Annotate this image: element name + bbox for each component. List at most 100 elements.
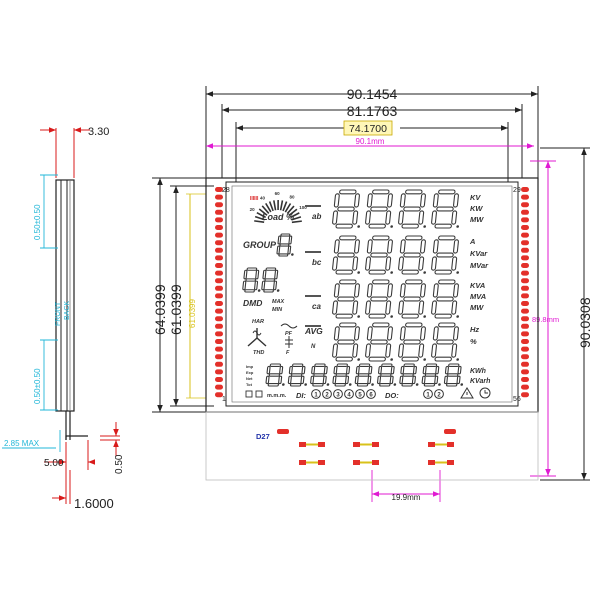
segment-dp (349, 383, 352, 386)
segment-b (324, 366, 327, 373)
pin-right (521, 316, 529, 321)
pf-wave-icon (281, 324, 297, 348)
segment-e (288, 376, 291, 383)
panel-outer (206, 178, 538, 412)
seven-segment-digit (355, 364, 376, 386)
segment-c (386, 211, 391, 224)
segment-f (400, 194, 405, 207)
pin-right (521, 331, 529, 336)
segment-dp (327, 383, 330, 386)
pin-left (215, 271, 223, 276)
segment-g (437, 297, 454, 301)
pin-left (215, 316, 223, 321)
connector-label: D27 (256, 432, 270, 441)
segment-d (336, 224, 353, 228)
segment-c (419, 211, 424, 224)
pin-left (215, 331, 223, 336)
pin-right (521, 301, 529, 306)
segment-e (262, 281, 265, 290)
connector-pad (428, 460, 435, 465)
connector-pad (447, 460, 454, 465)
segment-d (369, 357, 386, 361)
seven-segment-digit (431, 236, 463, 274)
pin-right (521, 271, 529, 276)
segment-f (378, 366, 381, 373)
segment-g (371, 340, 388, 344)
pin-number-28: 28 (222, 187, 230, 194)
minus-sign-1 (305, 205, 321, 207)
segment-dp (282, 383, 285, 386)
segment-g (338, 253, 355, 257)
segment-d (446, 384, 456, 386)
segment-g (381, 374, 391, 376)
connector-pad (318, 460, 325, 465)
segment-dp (390, 225, 393, 228)
pin-left (215, 263, 223, 268)
dim-total-height: 90.0308 (577, 297, 593, 348)
segment-f (244, 270, 247, 279)
segment-e (398, 301, 403, 314)
phase-star-icon (248, 328, 266, 346)
segment-b (453, 240, 458, 253)
pin-left (215, 195, 223, 200)
segment-g (404, 340, 421, 344)
minus-sign-4 (305, 325, 321, 327)
pin-right (521, 210, 529, 215)
unit-a: A (469, 237, 475, 246)
segment-c (323, 376, 326, 383)
unit-kvarh: KVarh (470, 378, 490, 385)
segment-a (281, 234, 290, 236)
unit-kvar: KVar (470, 249, 488, 258)
segment-b (387, 327, 392, 340)
seven-segment-digit (398, 190, 430, 228)
f-label: F (286, 350, 290, 356)
unit-kva: KVA (470, 281, 485, 290)
segment-d (369, 314, 386, 318)
connector-pad (299, 460, 306, 465)
side-view: 3.30 0.50±0.50 0.50±0.50 FRONT BACK 2.85… (2, 126, 125, 511)
segment-e (243, 281, 246, 290)
warning-icon (461, 388, 473, 398)
segment-a (339, 280, 356, 284)
segment-c (419, 257, 424, 270)
thd-label: THD (253, 350, 264, 356)
segment-e (365, 344, 370, 357)
segment-f (367, 284, 372, 297)
segment-c (273, 281, 276, 290)
segment-c (419, 301, 424, 314)
side-bottom-width: 5.00 (44, 458, 64, 469)
segment-f (445, 366, 448, 373)
segment-a (270, 364, 280, 366)
segment-b (413, 366, 416, 373)
segment-d (357, 384, 367, 386)
segment-f (263, 270, 266, 279)
segment-f (433, 194, 438, 207)
load-scale-number: 40 (260, 196, 266, 201)
segment-c (452, 257, 457, 270)
segment-c (457, 376, 460, 383)
pin-right (521, 195, 529, 200)
segment-e (365, 301, 370, 314)
dim-inner-width: 81.1763 (347, 103, 398, 119)
segment-d (435, 270, 452, 274)
pin-left (215, 339, 223, 344)
min-label: MIN (272, 307, 283, 313)
segment-dp (423, 225, 426, 228)
dmd-label: DMD (243, 298, 262, 308)
seven-segment-digit (398, 236, 430, 274)
segment-b (354, 194, 359, 207)
segment-g (404, 297, 421, 301)
pin-right (521, 187, 529, 192)
seven-segment-digit (398, 280, 430, 318)
segment-a (405, 236, 422, 240)
unit-mw-2: MW (470, 303, 484, 312)
load-bar-segment (274, 200, 276, 210)
segment-b (458, 366, 461, 373)
segment-a (438, 190, 455, 194)
di-label: DI: (296, 391, 307, 400)
segment-d (435, 224, 452, 228)
pin-strip-right (521, 187, 529, 397)
segment-f (401, 366, 404, 373)
segment-f (334, 240, 339, 253)
segment-d (279, 254, 288, 256)
